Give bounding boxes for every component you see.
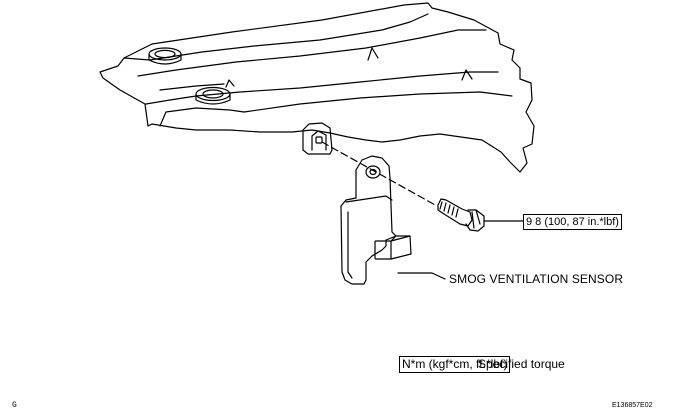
body-panel (99, 2, 535, 173)
legend-units-box: N*m (kgf*cm, ft.*lbf) (399, 356, 511, 373)
figure-id: E136857E02 (612, 402, 653, 409)
torque-spec-callout: 9 8 (100, 87 in.*lbf) (523, 214, 622, 230)
assembly-line (321, 141, 438, 207)
sensor-name-label: SMOG VENTILATION SENSOR (449, 272, 624, 286)
mounting-bolt (437, 198, 485, 232)
sensor-leader-line (397, 272, 446, 280)
corner-code: G (12, 401, 17, 410)
smog-ventilation-sensor (340, 155, 412, 285)
legend-description: Specified torque (478, 357, 565, 371)
